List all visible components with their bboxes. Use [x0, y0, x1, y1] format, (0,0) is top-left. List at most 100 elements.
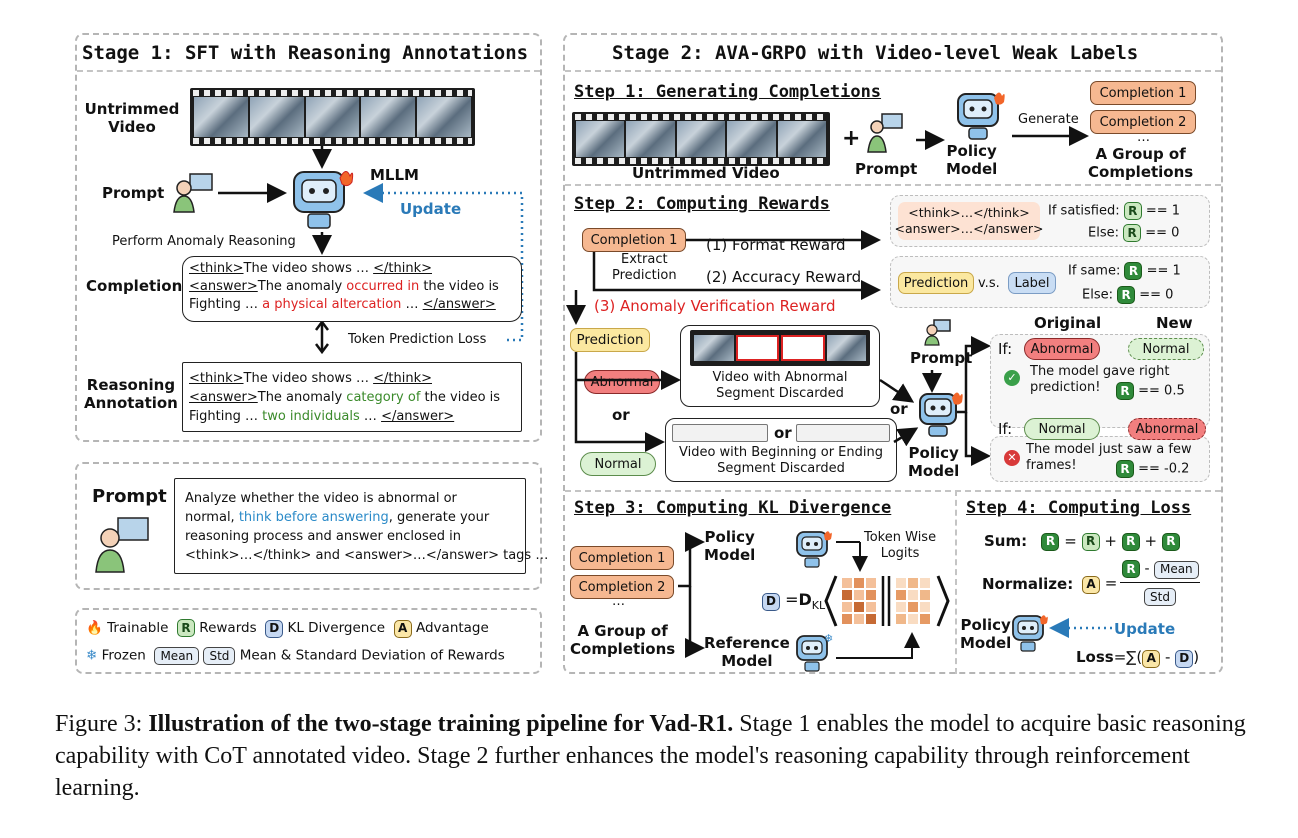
step1-robot-icon — [954, 88, 1008, 140]
fire-icon: 🔥 — [86, 620, 103, 636]
verify-wrong-score: R == -0.2 — [1116, 460, 1189, 478]
sum-label: Sum: — [984, 532, 1028, 550]
reward-badge: R — [1121, 532, 1140, 551]
minus-text: - — [1144, 561, 1150, 577]
sigma-text: =∑( — [1113, 648, 1143, 666]
abnormal-discard-label: Video with Abnormal Segment Discarded — [712, 370, 848, 402]
advantage-badge: A — [1142, 649, 1161, 668]
new-abnormal-chip: Abnormal — [1128, 418, 1206, 440]
legend-advantage: Advantage — [415, 620, 489, 636]
if-same-text: If same: — [1068, 263, 1121, 279]
accuracy-reward-label: (2) Accuracy Reward — [706, 268, 862, 286]
stage1-person-icon — [172, 170, 216, 214]
annotation-highlight: two individuals — [262, 409, 360, 424]
answer-tag: <answer> — [189, 279, 258, 294]
kl-subscript: KL — [811, 599, 826, 613]
abnormal-chip: Abnormal — [584, 370, 660, 394]
completion-highlight: occurred in — [346, 279, 420, 294]
accuracy-else: Else: R == 0 — [1082, 286, 1173, 304]
step3-reference-robot-icon: ❄ — [794, 632, 834, 672]
step3-step4-divider — [955, 490, 957, 674]
legend-row-2: ❄ Frozen Mean Std Mean & Standard Deviat… — [86, 647, 505, 665]
step2-completion-1: Completion 1 — [582, 228, 686, 252]
update-label: Update — [400, 200, 462, 218]
stage1-arrows — [218, 146, 524, 355]
verification-reward-label: (3) Anomaly Verification Reward — [594, 297, 836, 315]
annotation-doc: <think>The video shows … </think> <answe… — [182, 362, 522, 432]
legend-panel — [75, 608, 542, 674]
or-text-3: or — [890, 400, 908, 418]
accuracy-prediction-chip: Prediction — [898, 272, 974, 294]
format-else: Else: R == 0 — [1088, 224, 1179, 242]
reward-badge: R — [1124, 262, 1143, 280]
reward-badge: R — [1117, 286, 1136, 304]
stage1-prompt-label: Prompt — [102, 184, 165, 202]
kl-badge: D — [1175, 649, 1194, 668]
step3-completion-2: Completion 2 — [570, 575, 674, 599]
step1-arrows — [916, 126, 1089, 150]
stage1-panel — [75, 33, 542, 442]
completion-label: Completion — [86, 277, 183, 295]
step1-completion-2: Completion 2 — [1090, 110, 1196, 134]
eq0-text: == 0 — [1139, 287, 1174, 303]
perform-reasoning-label: Perform Anomaly Reasoning — [112, 234, 296, 249]
completion-highlight: a physical altercation — [262, 297, 402, 312]
kl-badge: D — [265, 619, 284, 638]
else-text: Else: — [1088, 225, 1119, 241]
prompt-doc: Analyze whether the video is abnormal or… — [174, 478, 548, 574]
format-if-satisfied: If satisfied: R == 1 — [1048, 202, 1180, 220]
fraction-bar — [1120, 582, 1200, 583]
step1-completion-1: Completion 1 — [1090, 81, 1196, 105]
eq0-text: == 0 — [1145, 225, 1180, 241]
think-tag: <think> — [189, 371, 244, 386]
annotation-text: The video shows … — [243, 371, 374, 386]
eq-text: = — [1064, 532, 1077, 550]
prompt-highlight: think before answering — [238, 510, 389, 525]
stage2-panel — [563, 33, 1223, 674]
prompt-panel — [75, 462, 542, 590]
normalize-lhs: A = — [1082, 574, 1117, 594]
step4-update-label: Update — [1114, 620, 1176, 638]
reward-badge: R — [1122, 560, 1140, 578]
step1-prompt-label: Prompt — [855, 160, 918, 178]
step4-title: Step 4: Computing Loss — [966, 498, 1192, 518]
completion-text: The video shows … — [243, 261, 374, 276]
reward-badge: R — [1081, 532, 1100, 551]
caption-prefix: Figure 3: — [55, 711, 149, 737]
sum-formula: Sum: R = R + R + R — [984, 532, 1180, 551]
prompt-panel-person-icon — [92, 514, 152, 574]
accuracy-if-same: If same: R == 1 — [1068, 262, 1181, 280]
prompt-line-1: Analyze whether the video is abnormal or — [185, 491, 457, 506]
step3-policy-label: Policy Model — [704, 528, 756, 564]
step2-title: Step 2: Computing Rewards — [574, 194, 830, 214]
step2-policy-label: Policy Model — [908, 444, 960, 480]
std-chip: Std — [1144, 588, 1176, 606]
step2-prompt-icon — [924, 318, 952, 346]
eqm02-text: == -0.2 — [1138, 461, 1190, 477]
legend-mean-std: Mean & Standard Deviation of Rewards — [239, 647, 505, 664]
normal-chip: Normal — [580, 452, 656, 476]
normalize-numerator: R - Mean — [1122, 560, 1199, 579]
annotation-text: Fighting … — [189, 409, 263, 424]
step3-group-label: A Group of Completions — [570, 622, 676, 658]
step1-title: Step 1: Generating Completions — [574, 82, 882, 102]
kl-formula: D =DKL — [762, 590, 825, 613]
reward-badge: R — [1116, 382, 1134, 400]
normalize-label: Normalize: — [982, 575, 1074, 593]
abnormal-discard-strip — [690, 330, 870, 366]
completion-bubble: <think>The video shows … </think> <answe… — [182, 256, 522, 322]
minus-text: - — [1165, 648, 1171, 666]
be-discard-strip-1 — [672, 424, 768, 442]
extract-prediction-label: Extract Prediction — [612, 252, 677, 284]
prompt-line-3: reasoning process and answer enclosed in — [185, 529, 461, 544]
if-text-2: If: — [998, 420, 1013, 438]
step2-prompt-label: Prompt — [910, 349, 973, 367]
completion-text: The anomaly — [257, 279, 347, 294]
step1-plus: + — [842, 126, 861, 151]
think-close-tag: </think> — [373, 261, 432, 276]
step1-video-strip — [572, 112, 830, 166]
answer-close-tag: </answer> — [381, 409, 455, 424]
if-text-1: If: — [998, 340, 1013, 358]
stage1-robot-icon — [288, 164, 356, 230]
logits-matrix — [822, 572, 952, 630]
